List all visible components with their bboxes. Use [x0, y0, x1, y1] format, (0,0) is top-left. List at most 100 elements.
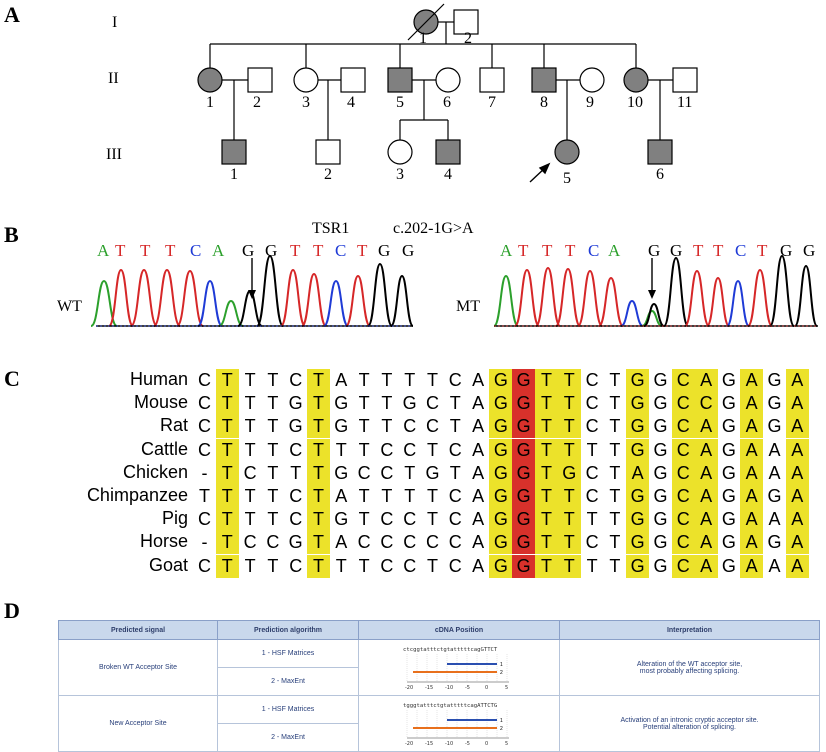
alignment-nucleotide: T — [358, 370, 370, 390]
alignment-nucleotide: G — [512, 531, 536, 555]
male-unaffected-symbol — [453, 9, 479, 35]
alignment-nucleotide: T — [535, 531, 558, 555]
alignment-nucleotide: T — [404, 486, 416, 506]
alignment-nucleotide: G — [721, 370, 736, 390]
alignment-nucleotide: T — [609, 486, 621, 506]
alignment-nucleotide: T — [358, 555, 370, 576]
alignment-nucleotide: C — [585, 462, 599, 483]
trace-peak — [706, 276, 730, 327]
alignment-nucleotide: T — [307, 415, 330, 439]
male-affected-symbol — [531, 67, 557, 93]
alignment-nucleotide: C — [198, 416, 211, 437]
trace-peak — [555, 267, 581, 327]
alignment-nucleotide: T — [609, 462, 621, 483]
alignment-nucleotide: C — [198, 509, 211, 530]
alignment-nucleotide: G — [489, 554, 513, 578]
base-call: T — [140, 241, 151, 260]
trace-peak — [367, 262, 393, 327]
base-call: A — [97, 241, 110, 260]
trace-peak — [390, 274, 414, 327]
alignment-nucleotide: T — [381, 393, 393, 414]
female-unaffected-symbol — [293, 67, 319, 93]
alignment-nucleotide: T — [427, 439, 438, 460]
alignment-nucleotide: - — [201, 462, 208, 483]
alignment-nucleotide: T — [609, 370, 621, 390]
ind-II-4: 4 — [347, 94, 355, 111]
alignment-nucleotide: T — [427, 509, 438, 530]
alignment-nucleotide: C — [671, 531, 695, 555]
alignment-nucleotide: T — [427, 486, 438, 506]
alignment-nucleotide: G — [653, 393, 668, 414]
alignment-nucleotide: T — [307, 438, 330, 462]
female-unaffected-symbol — [387, 139, 413, 165]
generation-label-3: III — [106, 146, 122, 163]
generation-label-1: I — [112, 14, 118, 31]
axis-tick-label: -10 — [445, 685, 453, 691]
male-affected-symbol — [435, 139, 461, 165]
trace-peak — [256, 254, 284, 327]
alignment-nucleotide: T — [307, 531, 330, 555]
alignment-nucleotide: G — [653, 509, 668, 530]
axis-tick-label: -15 — [425, 685, 433, 691]
alignment-nucleotide: A — [785, 392, 809, 416]
alignment-nucleotide: T — [609, 393, 621, 414]
bar-index: 1 — [500, 662, 503, 668]
position-plot: ctcggtatttctgtatttttcagGTTCT12-20-15-10-… — [403, 647, 509, 691]
alignment-nucleotide: G — [288, 416, 303, 437]
alignment-nucleotide: A — [694, 485, 718, 508]
alignment-nucleotide: G — [767, 532, 782, 553]
alignment-nucleotide: C — [289, 555, 303, 576]
species-label: Chimpanzee — [86, 485, 188, 505]
alignment-nucleotide: T — [244, 486, 256, 506]
male-affected-symbol — [221, 139, 247, 165]
alignment-nucleotide: A — [740, 461, 764, 485]
alignment-nucleotide: T — [404, 462, 416, 483]
alignment-nucleotide: A — [740, 369, 764, 392]
alignment-nucleotide: C — [380, 439, 394, 460]
alignment-nucleotide: T — [557, 415, 581, 439]
base-call: T — [713, 241, 724, 260]
alignment-nucleotide: A — [785, 554, 809, 578]
alignment-nucleotide: C — [426, 532, 439, 553]
trace-peak — [323, 279, 349, 327]
interpretation-cell: Activation of an intronic cryptic accept… — [559, 695, 820, 752]
alignment-nucleotide: C — [380, 555, 394, 576]
alignment-nucleotide: G — [512, 554, 536, 578]
trace-peak — [769, 254, 795, 327]
trace-peak — [598, 276, 624, 327]
header-predicted-signal: Predicted signal — [58, 620, 218, 640]
ind-III-1: 1 — [230, 166, 238, 183]
base-call: G — [803, 241, 816, 260]
alignment-nucleotide: G — [653, 462, 668, 483]
alignment-nucleotide: C — [243, 462, 257, 483]
alignment-nucleotide: G — [489, 461, 513, 485]
alignment-nucleotide: A — [626, 461, 650, 485]
alignment-nucleotide: A — [472, 555, 485, 576]
alignment-nucleotide: C — [198, 393, 211, 414]
axis-tick-label: -10 — [445, 741, 453, 747]
axis-tick-label: 0 — [485, 741, 488, 747]
header-prediction-algorithm: Prediction algorithm — [217, 620, 359, 640]
alignment-nucleotide: C — [266, 532, 280, 553]
ind-II-2: 2 — [253, 94, 261, 111]
alignment-nucleotide: T — [381, 486, 393, 506]
alignment-nucleotide: C — [426, 416, 439, 437]
alignment-nucleotide: A — [472, 416, 485, 437]
alignment-nucleotide: T — [335, 439, 347, 460]
base-call: C — [588, 241, 600, 260]
alignment-nucleotide: T — [404, 370, 416, 390]
alignment-nucleotide: G — [489, 392, 513, 416]
axis-tick-label: 0 — [485, 685, 488, 691]
trace-peak — [237, 289, 263, 327]
alignment-nucleotide: T — [267, 555, 279, 576]
alignment-nucleotide: T — [557, 369, 581, 392]
alignment-nucleotide: C — [289, 370, 303, 390]
species-label: Cattle — [140, 438, 188, 459]
trace-peak — [197, 279, 223, 327]
axis-tick-label: 5 — [505, 741, 508, 747]
alignment-nucleotide: A — [472, 439, 485, 460]
alignment-nucleotide: A — [768, 462, 781, 483]
species-label: Human — [129, 369, 188, 389]
deceased-mark — [407, 3, 445, 41]
alignment-nucleotide: T — [215, 415, 239, 439]
